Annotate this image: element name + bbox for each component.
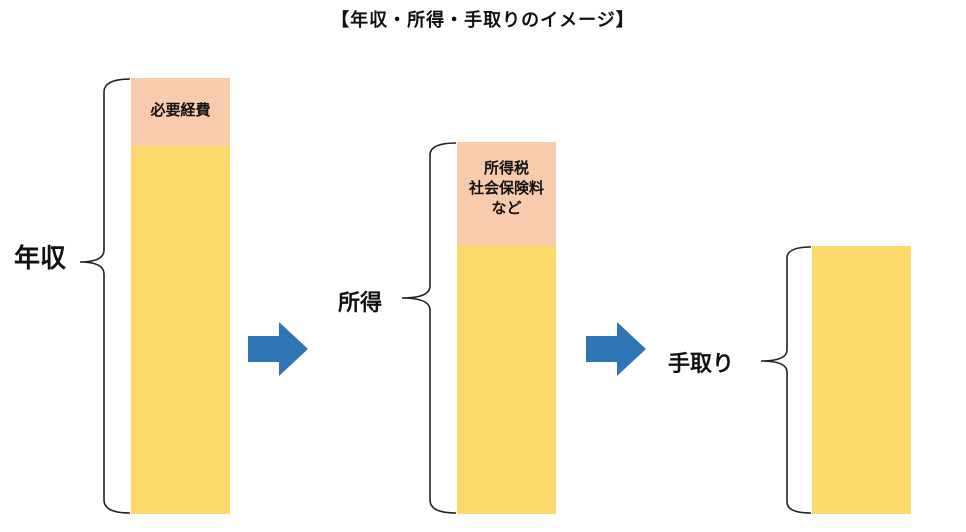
income-bar-annual [131,146,230,514]
diagram-title: 【年収・所得・手取りのイメージ】 [331,10,635,31]
arrow-right-icon [586,322,646,376]
stage-label-income: 所得 [338,291,383,316]
deduction-block-tax-insurance: 所得税 社会保険料 など [457,142,556,246]
brace-annual-income [79,78,131,514]
brace-income [401,142,457,514]
brace-take-home [760,246,812,514]
deduction-label-social-insurance: 社会保険料 [468,179,544,197]
income-bar-take-home [812,246,911,514]
stage-label-take-home: 手取り [668,352,735,377]
deduction-label-etc: など [491,199,522,217]
deduction-label-income-tax: 所得税 [483,159,529,177]
deduction-block-expenses: 必要経費 [131,78,230,146]
stage-label-annual-income: 年収 [14,244,67,274]
deduction-label-expenses: 必要経費 [150,101,211,119]
arrow-right-icon [248,322,308,376]
income-bar-income [457,246,556,514]
